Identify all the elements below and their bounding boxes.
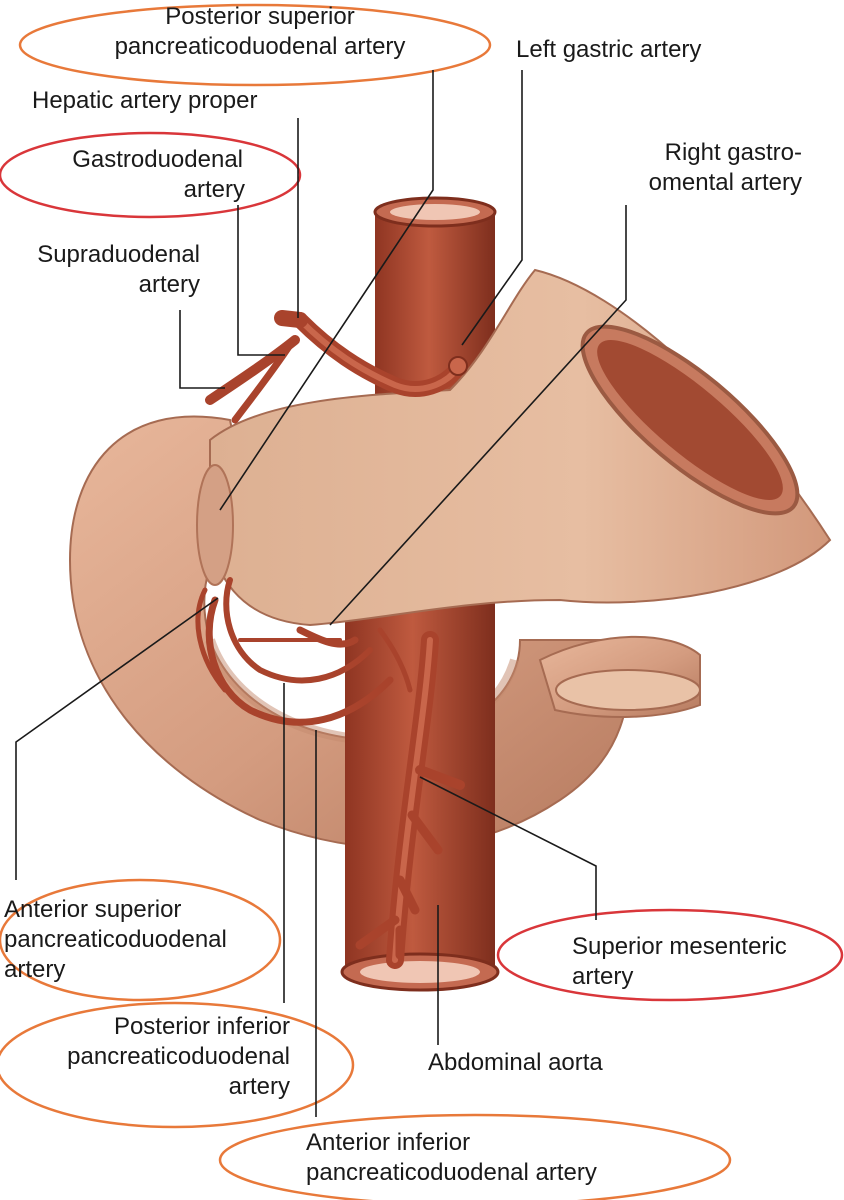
label-right-gastroomental: Right gastro- omental artery <box>560 138 802 198</box>
label-abdominal-aorta: Abdominal aorta <box>428 1048 603 1078</box>
label-anterior-superior: Anterior superior pancreaticoduodenal ar… <box>4 895 227 985</box>
label-anterior-superior-line3: artery <box>4 956 66 983</box>
label-superior-mesenteric-line1: Superior mesenteric <box>572 933 787 960</box>
label-anterior-superior-line1: Anterior superior <box>4 896 182 923</box>
label-posterior-inferior-line3: artery <box>228 1073 290 1100</box>
stomach <box>196 268 832 627</box>
label-posterior-inferior-line2: pancreaticoduodenal <box>67 1043 290 1070</box>
arteries <box>195 310 468 969</box>
label-posterior-inferior-line1: Posterior inferior <box>113 1013 290 1040</box>
label-posterior-superior: Posterior superior pancreaticoduodenal a… <box>60 2 460 62</box>
label-superior-mesenteric: Superior mesenteric artery <box>572 932 787 992</box>
label-posterior-inferior: Posterior inferior pancreaticoduodenal a… <box>10 1012 290 1102</box>
label-left-gastric: Left gastric artery <box>516 35 701 65</box>
jejunum <box>538 635 701 718</box>
annotations <box>0 3 844 1200</box>
label-hepatic-artery-proper-line1: Hepatic artery proper <box>32 87 258 114</box>
label-left-gastric-line1: Left gastric artery <box>516 36 702 63</box>
label-supraduodenal-line2: artery <box>138 271 200 298</box>
label-anterior-superior-line2: pancreaticoduodenal <box>4 926 227 953</box>
label-supraduodenal-line1: Supraduodenal <box>37 241 200 268</box>
label-gastroduodenal-line2: artery <box>183 176 245 203</box>
leader-lines <box>15 70 627 1117</box>
label-posterior-superior-line2: pancreaticoduodenal artery <box>114 33 406 60</box>
label-anterior-inferior-line1: Anterior inferior <box>306 1129 471 1156</box>
label-hepatic-artery-proper: Hepatic artery proper <box>32 86 257 116</box>
label-supraduodenal: Supraduodenal artery <box>2 240 200 300</box>
label-gastroduodenal: Gastroduodenal artery <box>20 145 245 205</box>
label-gastroduodenal-line1: Gastroduodenal <box>72 146 243 173</box>
label-abdominal-aorta-line1: Abdominal aorta <box>428 1049 603 1076</box>
label-superior-mesenteric-line2: artery <box>572 963 634 990</box>
label-right-gastroomental-line2: omental artery <box>648 169 802 196</box>
label-posterior-superior-line1: Posterior superior <box>165 3 355 30</box>
label-anterior-inferior: Anterior inferior pancreaticoduodenal ar… <box>306 1128 597 1188</box>
label-right-gastroomental-line1: Right gastro- <box>664 139 802 166</box>
label-anterior-inferior-line2: pancreaticoduodenal artery <box>306 1159 597 1186</box>
